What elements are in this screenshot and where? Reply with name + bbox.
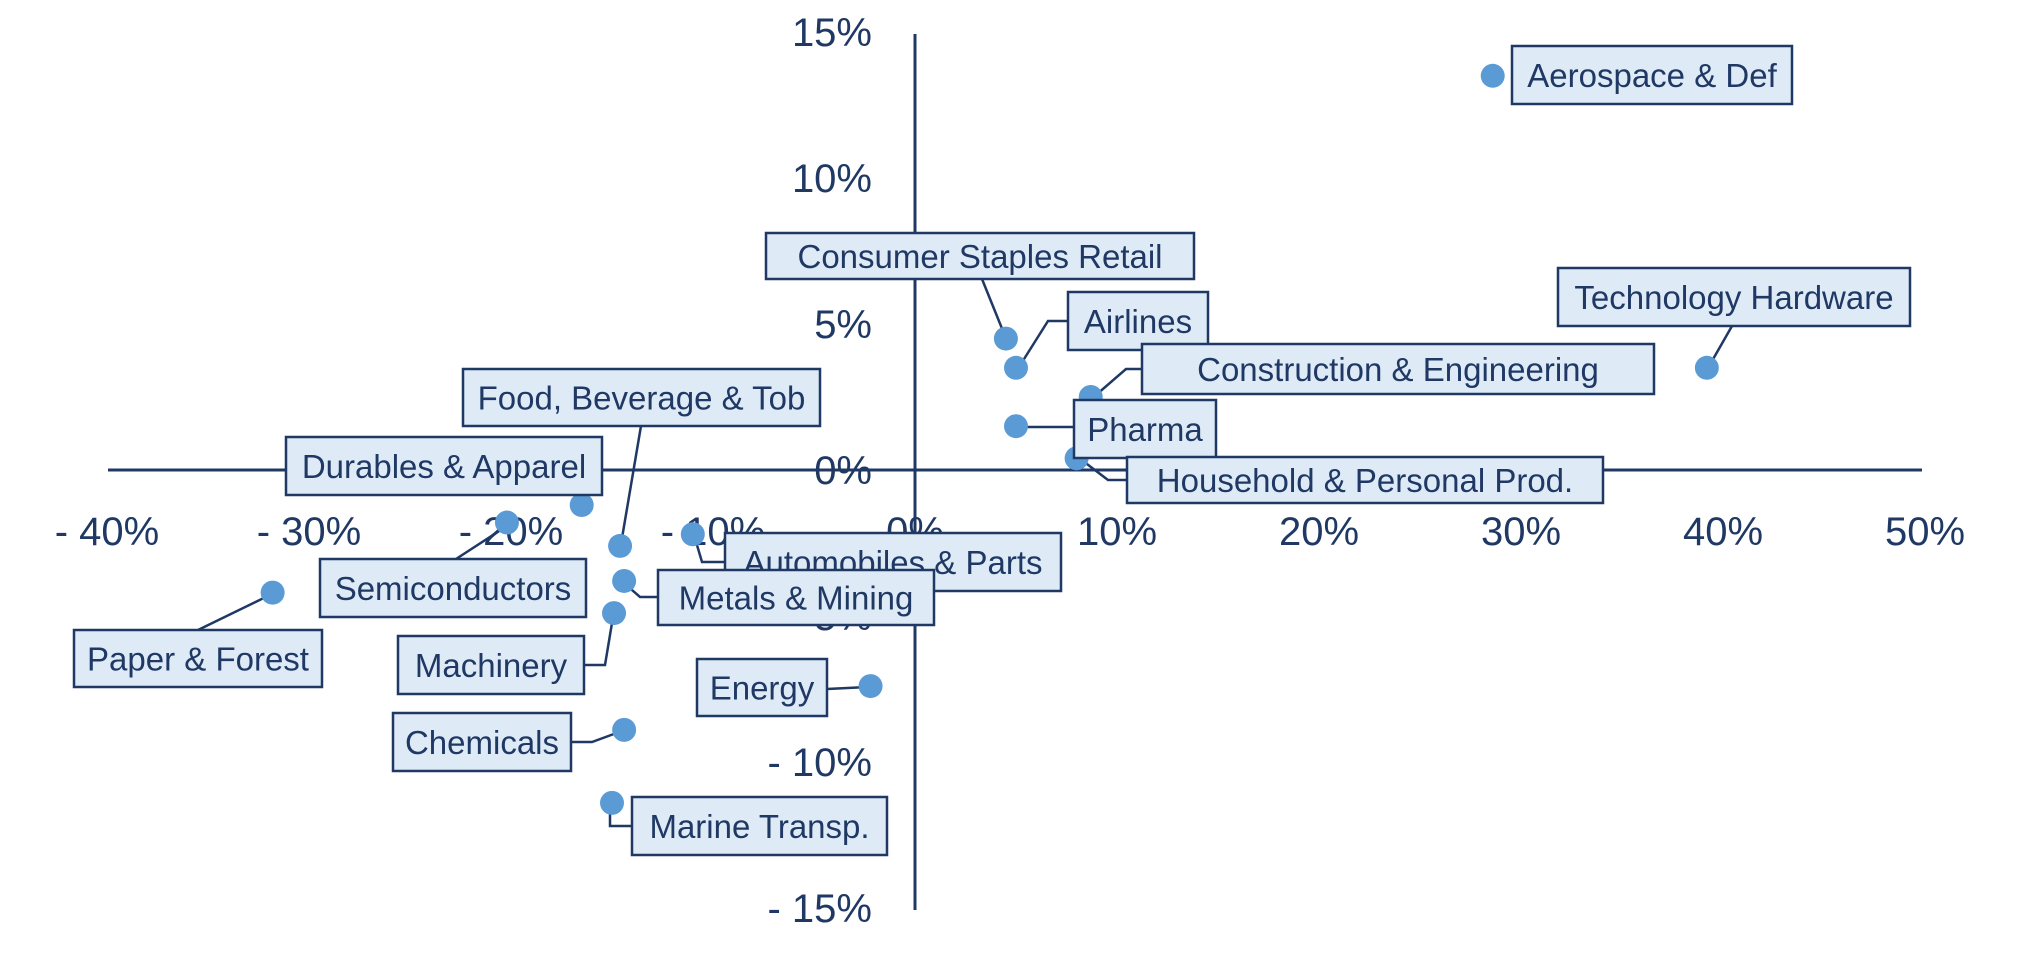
data-point: [608, 533, 633, 558]
data-label: Construction & Engineering: [1140, 342, 1656, 396]
data-label-text: Pharma: [1087, 411, 1203, 448]
data-label-text: Consumer Staples Retail: [798, 238, 1163, 275]
data-label-text: Metals & Mining: [679, 580, 914, 617]
data-label-text: Machinery: [415, 647, 568, 684]
data-label-text: Airlines: [1084, 303, 1192, 340]
data-point: [680, 522, 705, 547]
y-tick-label: 5%: [814, 303, 872, 347]
y-tick-label: 0%: [814, 449, 872, 493]
data-label-box: [1072, 398, 1218, 460]
x-tick-label: 50%: [1885, 510, 1965, 554]
leader-lines: [197, 278, 1734, 828]
x-tick-label: - 30%: [257, 510, 362, 554]
data-label-text: Aerospace & Def: [1527, 57, 1777, 94]
leader-line: [1095, 367, 1142, 396]
y-tick-label: - 15%: [768, 887, 873, 931]
data-point: [260, 580, 285, 605]
data-point: [1694, 355, 1719, 380]
leader-line: [619, 425, 643, 545]
y-tick-label: 15%: [792, 11, 872, 55]
data-label-box: [461, 367, 822, 428]
data-label-box: [318, 557, 588, 619]
x-tick-label: 10%: [1077, 510, 1157, 554]
data-label-text: Energy: [710, 670, 815, 707]
leader-line: [1017, 319, 1068, 368]
data-point: [612, 568, 637, 593]
data-points: [260, 63, 1719, 815]
data-label: Durables & Apparel: [284, 435, 604, 497]
y-tick-label: - 10%: [768, 741, 873, 785]
y-tick-label: 10%: [792, 157, 872, 201]
data-label-box: [764, 231, 1196, 281]
data-label: Metals & Mining: [656, 568, 936, 627]
data-point: [1480, 63, 1505, 88]
data-point: [993, 326, 1018, 351]
leader-line: [980, 278, 1007, 337]
data-label: Consumer Staples Retail: [764, 231, 1196, 281]
leader-line: [197, 592, 273, 632]
leader-line: [584, 616, 615, 667]
data-label-box: [396, 634, 586, 696]
data-label: Technology Hardware: [1556, 266, 1912, 328]
data-label-text: Technology Hardware: [1574, 279, 1893, 316]
data-label: Marine Transp.: [630, 795, 889, 857]
data-point: [600, 790, 624, 815]
data-label-text: Construction & Engineering: [1197, 351, 1599, 388]
data-point: [858, 674, 883, 699]
data-point: [1004, 355, 1028, 380]
data-label-box: [1140, 342, 1656, 396]
data-label: Airlines: [1066, 290, 1210, 352]
data-label-box: [1125, 455, 1605, 505]
data-label-text: Chemicals: [405, 724, 559, 761]
data-point: [602, 601, 627, 626]
data-point: [612, 717, 637, 742]
data-label: Food, Beverage & Tob: [461, 367, 822, 428]
data-label-box: [1556, 266, 1912, 328]
data-label-text: Marine Transp.: [649, 808, 869, 845]
data-label: Aerospace & Def: [1510, 44, 1794, 106]
data-point: [1004, 414, 1028, 439]
data-label: Machinery: [396, 634, 586, 696]
data-label-text: Semiconductors: [335, 570, 572, 607]
x-tick-label: 20%: [1279, 510, 1359, 554]
data-label-box: [391, 711, 573, 773]
leader-line: [571, 729, 623, 744]
data-label-box: [656, 568, 936, 627]
data-label: Pharma: [1072, 398, 1218, 460]
data-label-text: Household & Personal Prod.: [1157, 462, 1573, 499]
data-label: Household & Personal Prod.: [1125, 455, 1605, 505]
data-label: Chemicals: [391, 711, 573, 773]
x-tick-label: 40%: [1683, 510, 1763, 554]
data-label-text: Durables & Apparel: [302, 448, 586, 485]
data-label: Semiconductors: [318, 557, 588, 619]
data-label-box: [630, 795, 889, 857]
x-tick-label: 30%: [1481, 510, 1561, 554]
data-label-text: Food, Beverage & Tob: [478, 380, 806, 417]
data-label-box: [284, 435, 604, 497]
data-label-box: [1510, 44, 1794, 106]
data-point: [494, 510, 519, 535]
data-point: [569, 493, 594, 518]
data-label-box: [72, 628, 324, 689]
x-tick-label: - 40%: [55, 510, 160, 554]
data-label: Paper & Forest: [72, 628, 324, 689]
leader-line: [1082, 460, 1127, 482]
data-label-box: [1066, 290, 1210, 352]
data-label: Energy: [695, 657, 829, 718]
data-label-box: [695, 657, 829, 718]
data-label-text: Paper & Forest: [87, 641, 309, 678]
